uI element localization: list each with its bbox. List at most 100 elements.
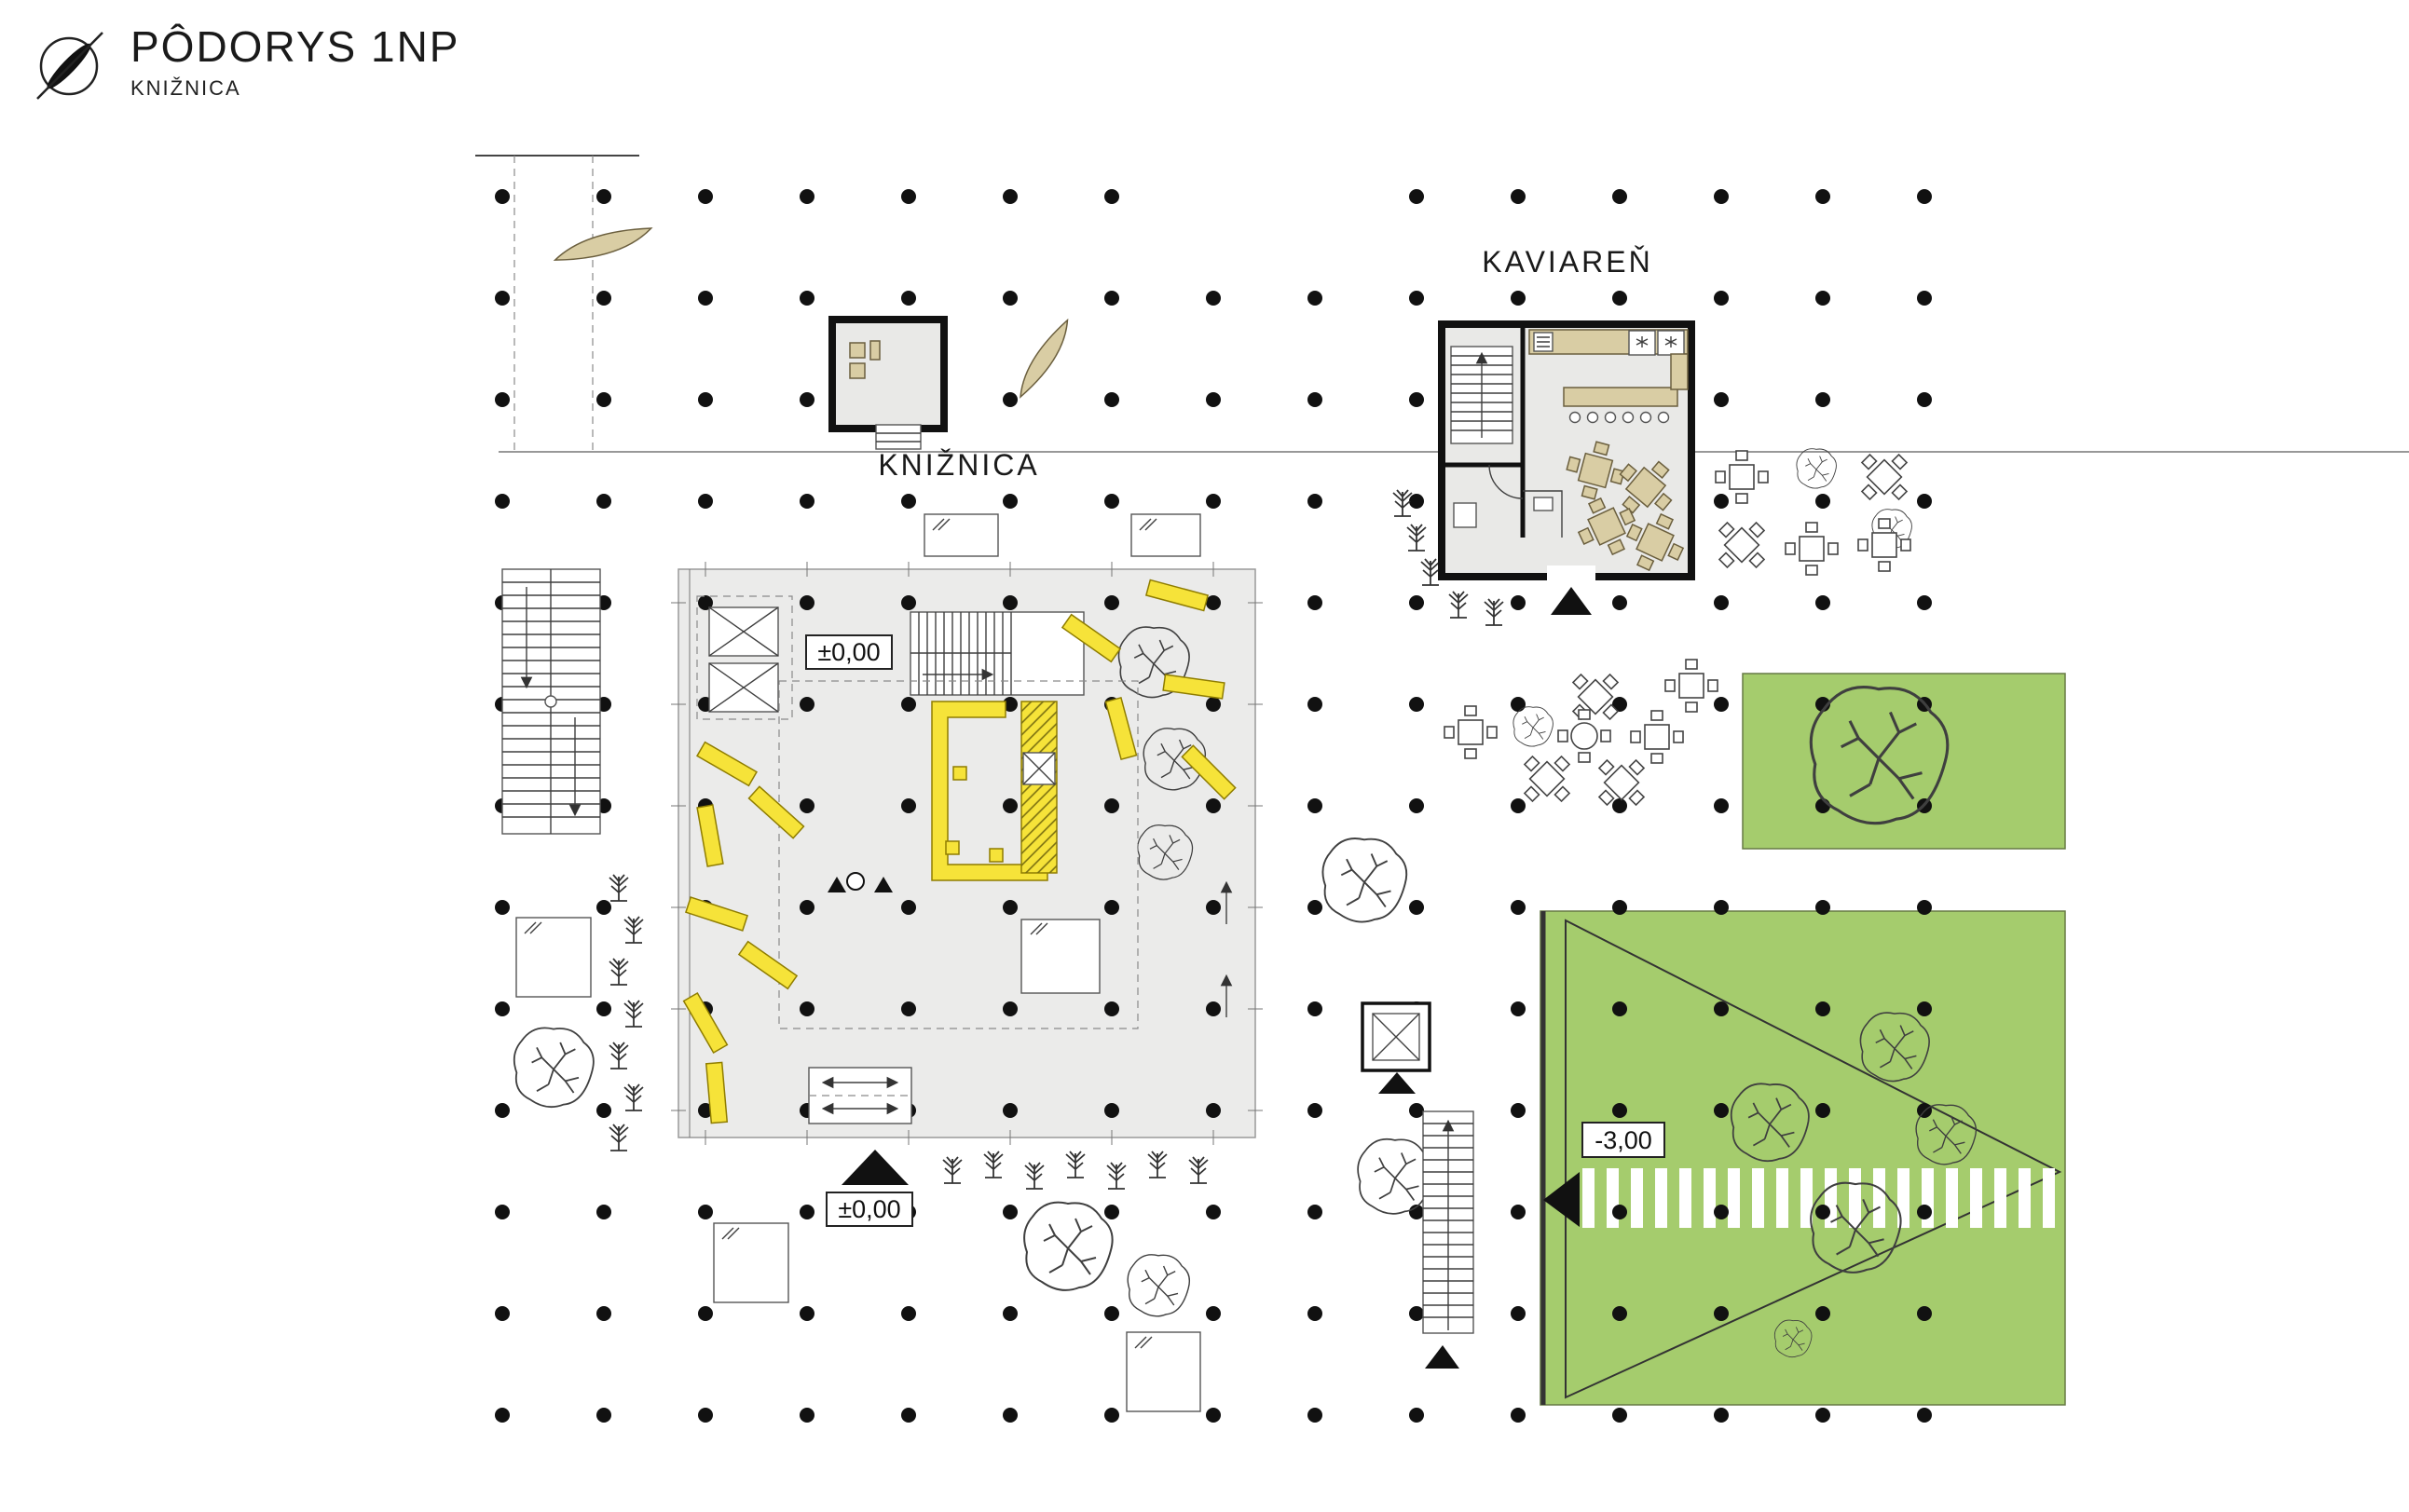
glass-panel — [515, 917, 592, 998]
column-dot — [1815, 1103, 1830, 1118]
column-dot — [1206, 1205, 1221, 1219]
column-dot — [1511, 1103, 1526, 1118]
column-dot — [1409, 900, 1424, 915]
column-dot — [800, 1001, 814, 1016]
column-dot — [596, 1205, 611, 1219]
sapling-icon — [609, 874, 629, 902]
column-dot — [1917, 595, 1932, 610]
column-dot — [698, 1306, 713, 1321]
column-dot — [1409, 697, 1424, 712]
grid-ticks — [671, 562, 1263, 1145]
sapling-icon — [623, 916, 644, 944]
column-dot — [1612, 1205, 1627, 1219]
column-dot — [800, 1306, 814, 1321]
column-dot — [1206, 291, 1221, 306]
library-label: KNIŽNICA — [878, 448, 1039, 482]
column-dot — [1714, 595, 1729, 610]
column-dot — [1307, 595, 1322, 610]
stool — [952, 766, 967, 781]
bookshelf-hatch — [1021, 702, 1057, 873]
column-dot — [1815, 1306, 1830, 1321]
sapling-icon — [623, 1000, 644, 1028]
column-dot — [901, 291, 916, 306]
column-dot — [698, 1205, 713, 1219]
column-dot — [1307, 494, 1322, 509]
column-dot — [1307, 798, 1322, 813]
column-dot — [1511, 1408, 1526, 1423]
sink — [1533, 497, 1554, 511]
column-dot — [1003, 798, 1018, 813]
bar-counter — [1563, 353, 1689, 424]
column-dot — [1917, 900, 1932, 915]
tree-icon — [1023, 1201, 1114, 1291]
column-dot — [1714, 697, 1729, 712]
column-dot — [1307, 900, 1322, 915]
column-dot — [800, 595, 814, 610]
column-dot — [1307, 1001, 1322, 1016]
column-dot — [1714, 1205, 1729, 1219]
column-dot — [1206, 392, 1221, 407]
column-dot — [1511, 189, 1526, 204]
column-dot — [1409, 189, 1424, 204]
outdoor-table — [1785, 522, 1839, 576]
column-dot — [1206, 1408, 1221, 1423]
column-dot — [1917, 1306, 1932, 1321]
column-dot — [1714, 1408, 1729, 1423]
column-dot — [1714, 291, 1729, 306]
column-dot — [1003, 900, 1018, 915]
column-dot — [1612, 1408, 1627, 1423]
column-dot — [1815, 900, 1830, 915]
sapling-icon — [1484, 598, 1504, 626]
column-dot — [1307, 392, 1322, 407]
column-dot — [1815, 392, 1830, 407]
sapling-icon — [1406, 524, 1427, 552]
cafe-stair — [1450, 346, 1513, 444]
column-dot — [1104, 798, 1119, 813]
column-dot — [1104, 1408, 1119, 1423]
column-dot — [596, 392, 611, 407]
west-stair — [501, 568, 601, 835]
column-dot — [1409, 291, 1424, 306]
sapling-icon — [1420, 558, 1441, 586]
column-dot — [1917, 1205, 1932, 1219]
pavilion-steps — [875, 424, 922, 450]
boat-shapes — [553, 227, 1069, 399]
shelf-lift — [1022, 752, 1056, 785]
tree-icon — [1127, 1254, 1191, 1317]
outdoor-table — [1557, 659, 1634, 735]
column-dot — [800, 494, 814, 509]
column-dot — [1511, 697, 1526, 712]
column-dot — [1409, 1205, 1424, 1219]
column-dot — [698, 1103, 713, 1118]
column-dot — [1409, 595, 1424, 610]
stool — [945, 840, 960, 855]
column-dot — [901, 900, 916, 915]
plaza-stair — [1422, 1110, 1474, 1334]
title-block: PÔDORYS 1NP KNIŽNICA — [26, 24, 459, 110]
library-main-stair — [910, 611, 1085, 696]
cafe-entrance-opening — [1547, 565, 1595, 588]
column-dot — [1815, 1001, 1830, 1016]
glass-panel — [1020, 919, 1101, 994]
glass-panel — [924, 513, 999, 557]
column-dot — [1714, 900, 1729, 915]
level-marker-plaza: ±0,00 — [826, 1192, 913, 1227]
column-dot — [1206, 494, 1221, 509]
bar-stool — [1586, 411, 1599, 424]
column-dot — [698, 494, 713, 509]
column-dot — [1409, 1103, 1424, 1118]
desk-marker — [874, 877, 893, 892]
column-dot — [1612, 595, 1627, 610]
plaza-elevator — [1361, 1001, 1431, 1072]
column-dot — [1104, 1103, 1119, 1118]
column-dot — [1003, 392, 1018, 407]
level-marker-library: ±0,00 — [805, 634, 893, 670]
elevator-shafts — [708, 606, 779, 713]
sapling-icon — [609, 1124, 629, 1151]
column-dot — [1003, 494, 1018, 509]
svg-text:±0,00: ±0,00 — [838, 1195, 900, 1223]
column-dot — [1714, 1103, 1729, 1118]
column-dot — [495, 1001, 510, 1016]
page-title: PÔDORYS 1NP — [130, 22, 460, 71]
